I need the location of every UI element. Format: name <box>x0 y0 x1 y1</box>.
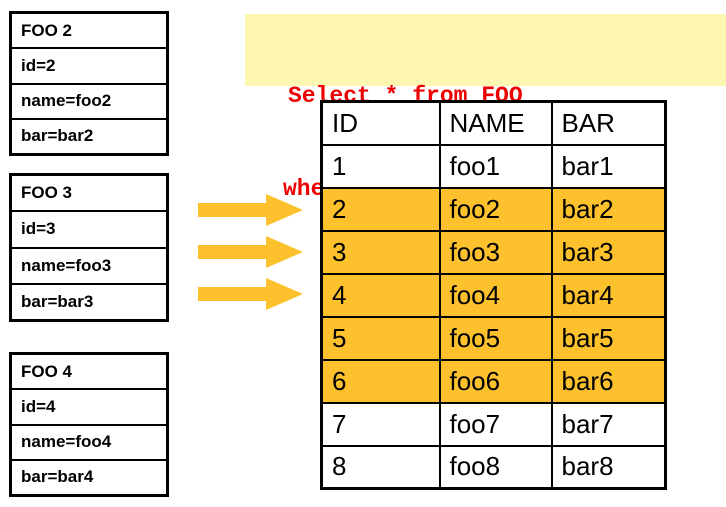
table-row: 6 foo6 bar6 <box>320 358 667 404</box>
table-row: 1 foo1 bar1 <box>320 143 667 189</box>
table-cell: bar5 <box>550 315 667 361</box>
record-box-foo3: FOO 3 id=3 name=foo3 bar=bar3 <box>9 173 169 322</box>
sql-query-banner: Select * from FOO where id > 1 and id < … <box>245 14 726 202</box>
table-cell: bar7 <box>550 401 667 447</box>
table-cell: bar8 <box>550 444 667 490</box>
table-row: 3 foo3 bar3 <box>320 229 667 275</box>
arrow-right-icon <box>198 236 303 268</box>
table-cell: foo5 <box>438 315 553 361</box>
record-box-field: name=foo3 <box>12 249 166 285</box>
table-cell: bar6 <box>550 358 667 404</box>
table-cell: 2 <box>320 186 441 232</box>
record-box-field: bar=bar3 <box>21 291 94 311</box>
arrow-right-icon <box>198 194 303 226</box>
table-row: 7 foo7 bar7 <box>320 401 667 447</box>
table-cell: 7 <box>320 401 441 447</box>
record-box-field: name=foo2 <box>12 85 166 120</box>
record-box-foo2: FOO 2 id=2 name=foo2 bar=bar2 <box>9 11 169 156</box>
table-cell: foo6 <box>438 358 553 404</box>
table-cell: foo7 <box>438 401 553 447</box>
table-cell: bar4 <box>550 272 667 318</box>
table-cell: 3 <box>320 229 441 275</box>
table-cell: foo4 <box>438 272 553 318</box>
result-table: ID NAME BAR 1 foo1 bar1 2 foo2 bar2 3 fo… <box>320 100 667 490</box>
record-box-title: FOO 2 <box>12 14 166 50</box>
table-cell: bar2 <box>550 186 667 232</box>
table-cell: foo1 <box>438 143 553 189</box>
table-row: 5 foo5 bar5 <box>320 315 667 361</box>
record-box-field: id=3 <box>12 212 166 249</box>
table-cell: 4 <box>320 272 441 318</box>
arrow-right-icon <box>198 278 303 310</box>
table-cell: foo2 <box>438 186 553 232</box>
record-box-field: bar=bar2 <box>21 126 94 146</box>
record-box-foo4: FOO 4 id=4 name=foo4 bar=bar4 <box>9 352 169 497</box>
table-cell: foo8 <box>438 444 553 490</box>
table-cell: 1 <box>320 143 441 189</box>
column-header-name: NAME <box>438 100 553 146</box>
table-cell: foo3 <box>438 229 553 275</box>
table-row: 4 foo4 bar4 <box>320 272 667 318</box>
table-cell: 6 <box>320 358 441 404</box>
table-cell: bar3 <box>550 229 667 275</box>
table-header-row: ID NAME BAR <box>320 100 667 146</box>
table-cell: 8 <box>320 444 441 490</box>
column-header-id: ID <box>320 100 441 146</box>
record-box-title: FOO 4 <box>12 355 166 391</box>
table-row: 8 foo8 bar8 <box>320 444 667 490</box>
record-box-title: FOO 3 <box>12 176 166 213</box>
table-row: 2 foo2 bar2 <box>320 186 667 232</box>
record-box-field: name=foo4 <box>12 426 166 461</box>
column-header-bar: BAR <box>550 100 667 146</box>
table-cell: bar1 <box>550 143 667 189</box>
record-box-field: id=2 <box>12 49 166 85</box>
table-cell: 5 <box>320 315 441 361</box>
record-box-field: bar=bar4 <box>21 467 94 487</box>
record-box-field: id=4 <box>12 390 166 426</box>
